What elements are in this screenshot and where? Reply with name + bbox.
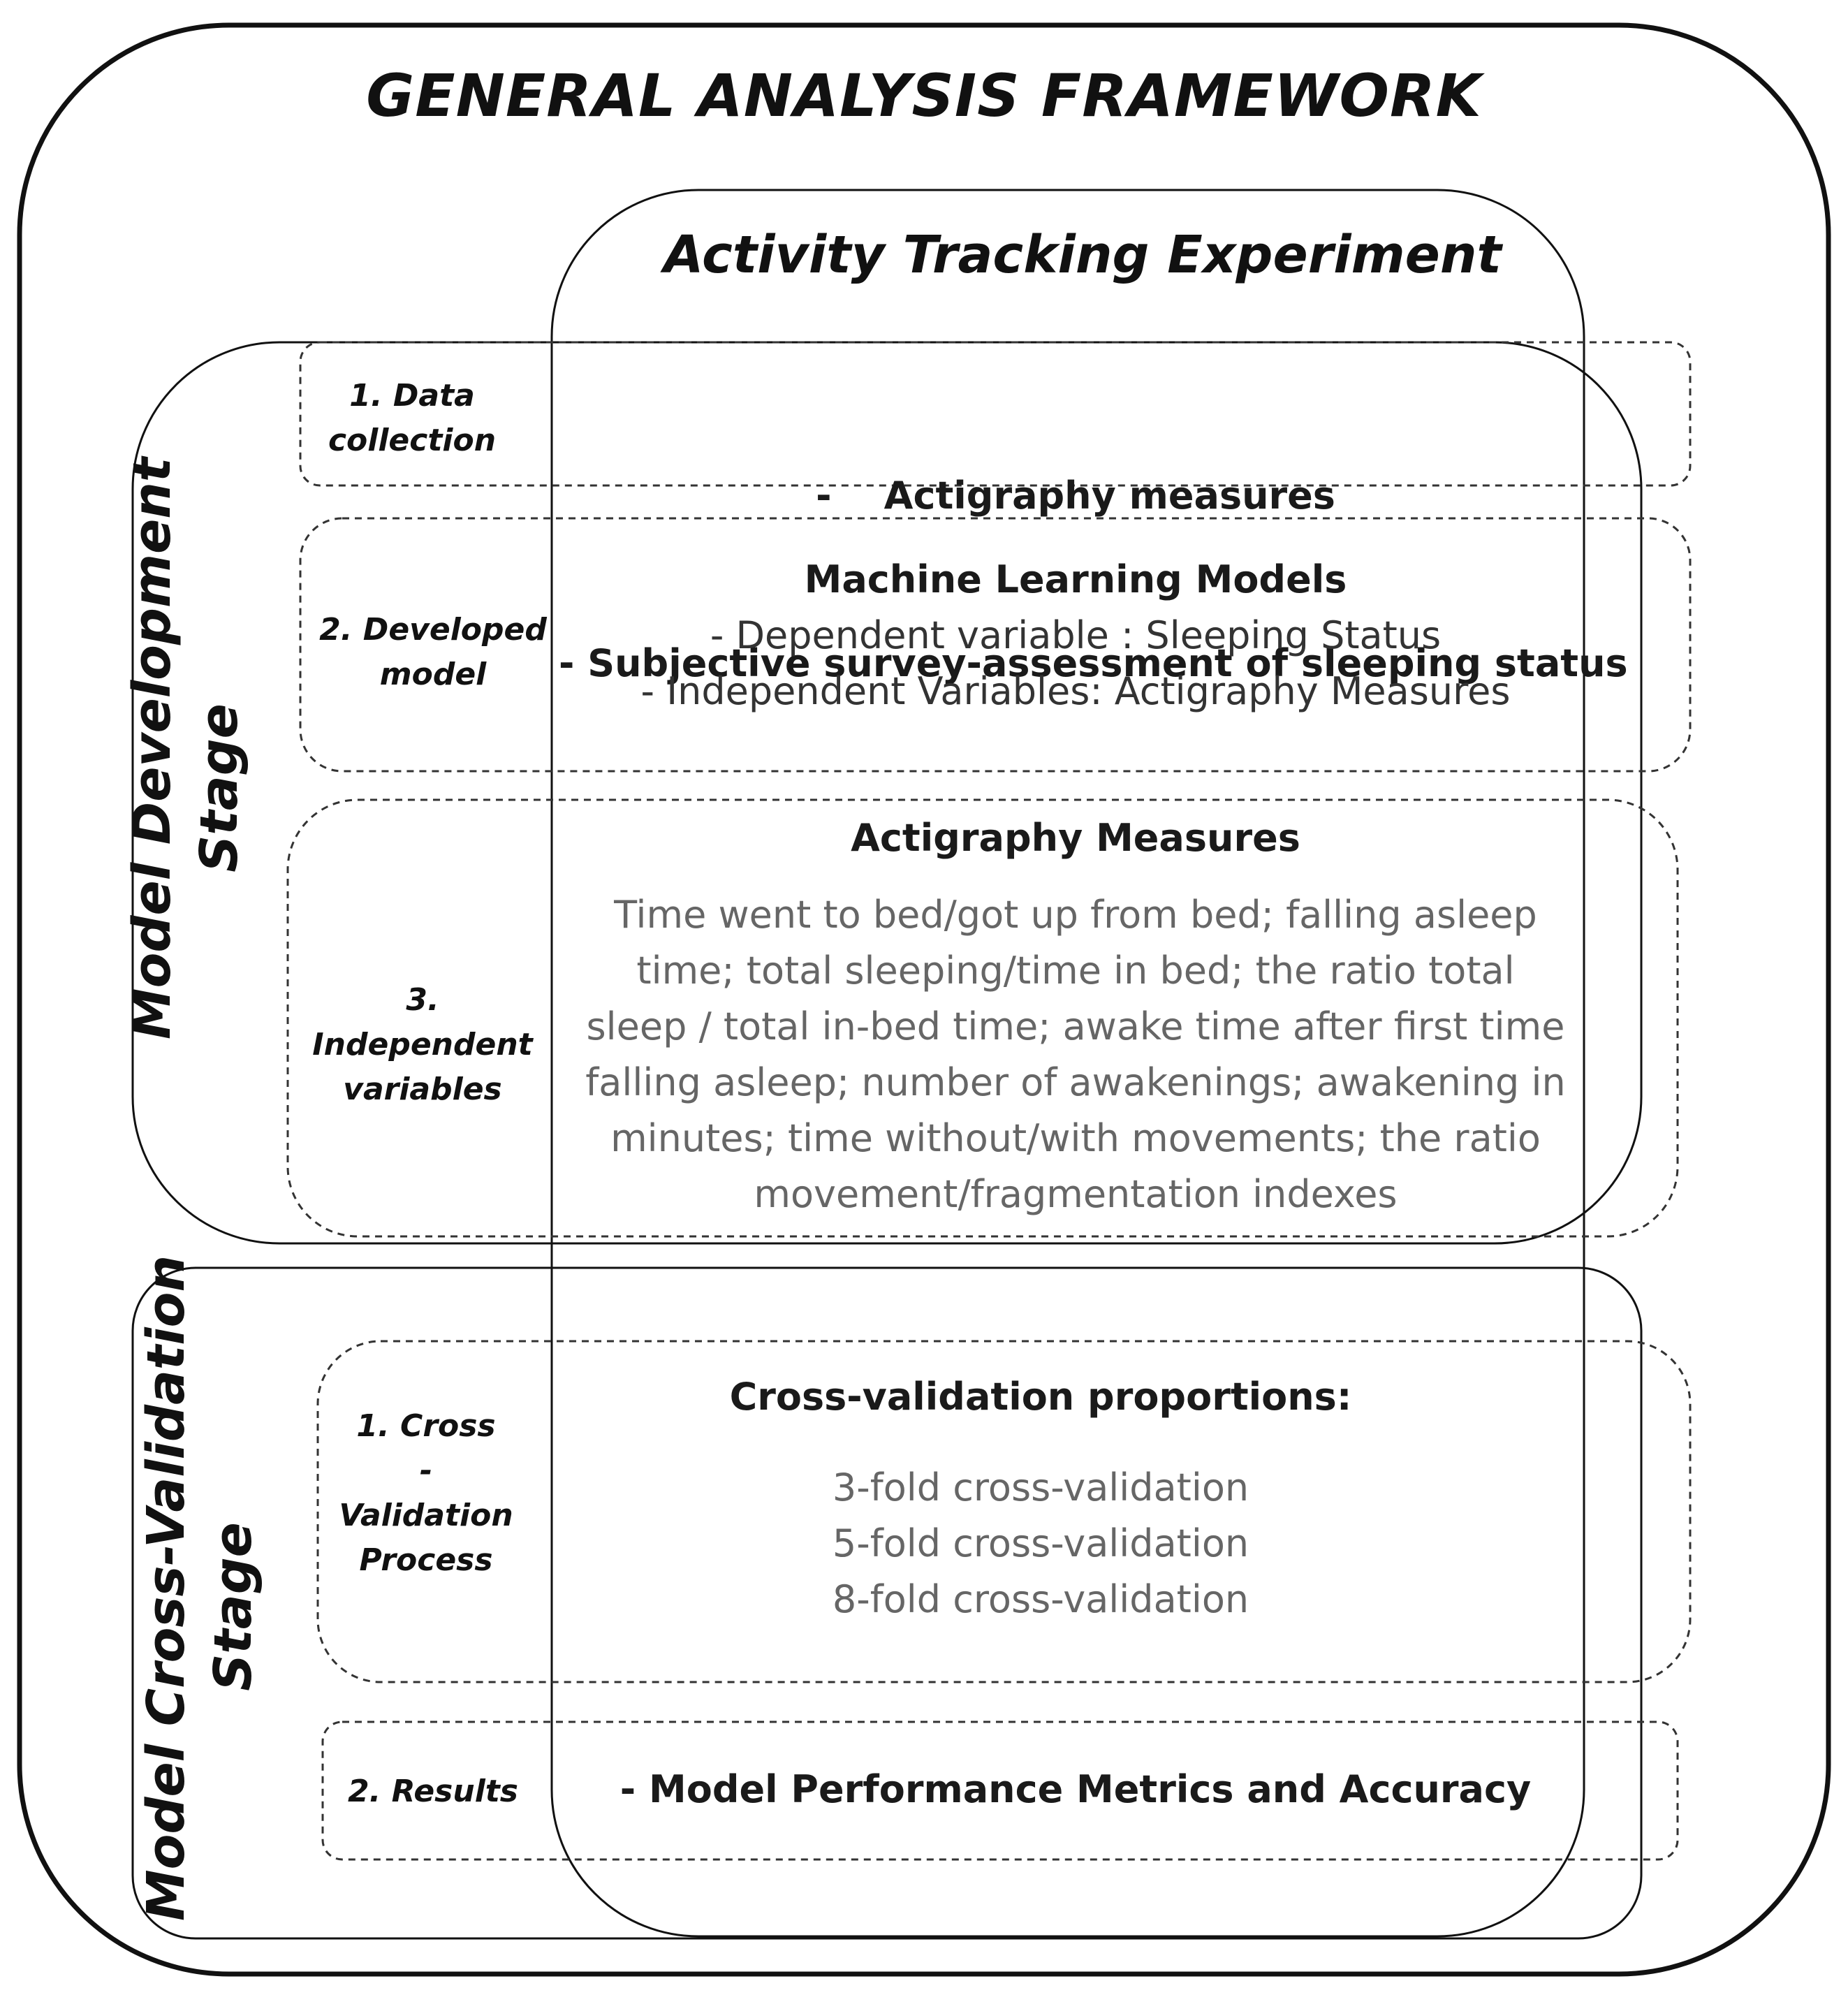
- content-line: 8-fold cross-validation: [832, 1577, 1249, 1621]
- experiment-box: [550, 189, 1585, 1938]
- content-line: sleep / total in-bed time; awake time af…: [586, 1004, 1565, 1048]
- content-line: - Subjective survey-assessment of sleepi…: [559, 641, 1628, 685]
- content-line: 3-fold cross-validation: [832, 1466, 1249, 1510]
- validation-stage-box: [131, 1266, 1643, 1940]
- step-independent-variables-content: Actigraphy Measures Time went to bed/got…: [559, 810, 1592, 1222]
- step-label-line: Process: [359, 1542, 493, 1578]
- validation-stage-label: Model Cross-Validation Stage: [133, 1255, 272, 1921]
- content-line: - Independent Variables: Actigraphy Meas…: [640, 669, 1511, 713]
- development-stage-label-line2: Stage: [189, 703, 249, 872]
- step-developed-model-label: 2. Developed model: [314, 608, 552, 697]
- step-independent-variables-label: 3. Independent variables: [293, 978, 552, 1112]
- page-title: GENERAL ANALYSIS FRAMEWORK: [366, 61, 1482, 130]
- content-line: - Model Performance Metrics and Accuracy: [619, 1767, 1532, 1811]
- step-results-box: [321, 1720, 1679, 1861]
- content-heading: Machine Learning Models: [804, 557, 1347, 601]
- content-line: - Dependent variable : Sleeping Status: [710, 613, 1442, 657]
- development-stage-label-line1: Model Development: [122, 457, 182, 1039]
- content-line: - Actigraphy measures: [816, 474, 1335, 518]
- development-stage-label: Model Development Stage: [119, 457, 258, 1039]
- step-cv-process-label: 1. Cross - Validation Process: [321, 1404, 531, 1583]
- content-line: movement/fragmentation indexes: [754, 1172, 1398, 1216]
- step-label-line: Validation: [339, 1498, 513, 1533]
- step-developed-model-content: Machine Learning Models - Dependent vari…: [559, 552, 1592, 719]
- step-label-line: 2. Developed: [319, 612, 547, 648]
- content-heading: Actigraphy Measures: [851, 816, 1300, 860]
- step-results-label: 2. Results: [328, 1769, 538, 1814]
- step-cv-process-box: [316, 1340, 1692, 1683]
- step-label-line: model: [379, 657, 487, 692]
- outer-frame: [17, 22, 1831, 1977]
- content-line: minutes; time without/with movements; th…: [610, 1116, 1541, 1160]
- step-label-line: 3. Independent: [312, 982, 533, 1062]
- step-label-line: 1. Data: [349, 378, 475, 414]
- step-data-collection-box: [299, 341, 1692, 487]
- step-results-content: - Model Performance Metrics and Accuracy: [559, 1762, 1592, 1818]
- content-line: falling asleep; number of awakenings; aw…: [585, 1060, 1566, 1104]
- validation-stage-label-line2: Stage: [203, 1522, 263, 1691]
- step-independent-variables-box: [286, 798, 1679, 1238]
- step-cv-process-content: Cross-validation proportions: 3-fold cro…: [559, 1369, 1523, 1628]
- step-data-collection-content: - Actigraphy measures - Subjective surve…: [559, 356, 1628, 803]
- step-data-collection-label: 1. Data collection: [307, 374, 517, 463]
- content-line: time; total sleeping/time in bed; the ra…: [636, 949, 1515, 993]
- experiment-title: Activity Tracking Experiment: [663, 225, 1502, 285]
- step-label-line: 2. Results: [348, 1774, 518, 1809]
- step-label-line: variables: [343, 1072, 502, 1107]
- content-line: Time went to bed/got up from bed; fallin…: [614, 893, 1537, 937]
- validation-stage-label-line1: Model Cross-Validation: [136, 1255, 196, 1921]
- content-line: 5-fold cross-validation: [832, 1521, 1249, 1565]
- content-heading: Cross-validation proportions:: [729, 1375, 1352, 1419]
- step-label-line: -: [419, 1453, 433, 1489]
- step-label-line: collection: [328, 423, 497, 458]
- step-label-line: 1. Cross: [356, 1408, 496, 1444]
